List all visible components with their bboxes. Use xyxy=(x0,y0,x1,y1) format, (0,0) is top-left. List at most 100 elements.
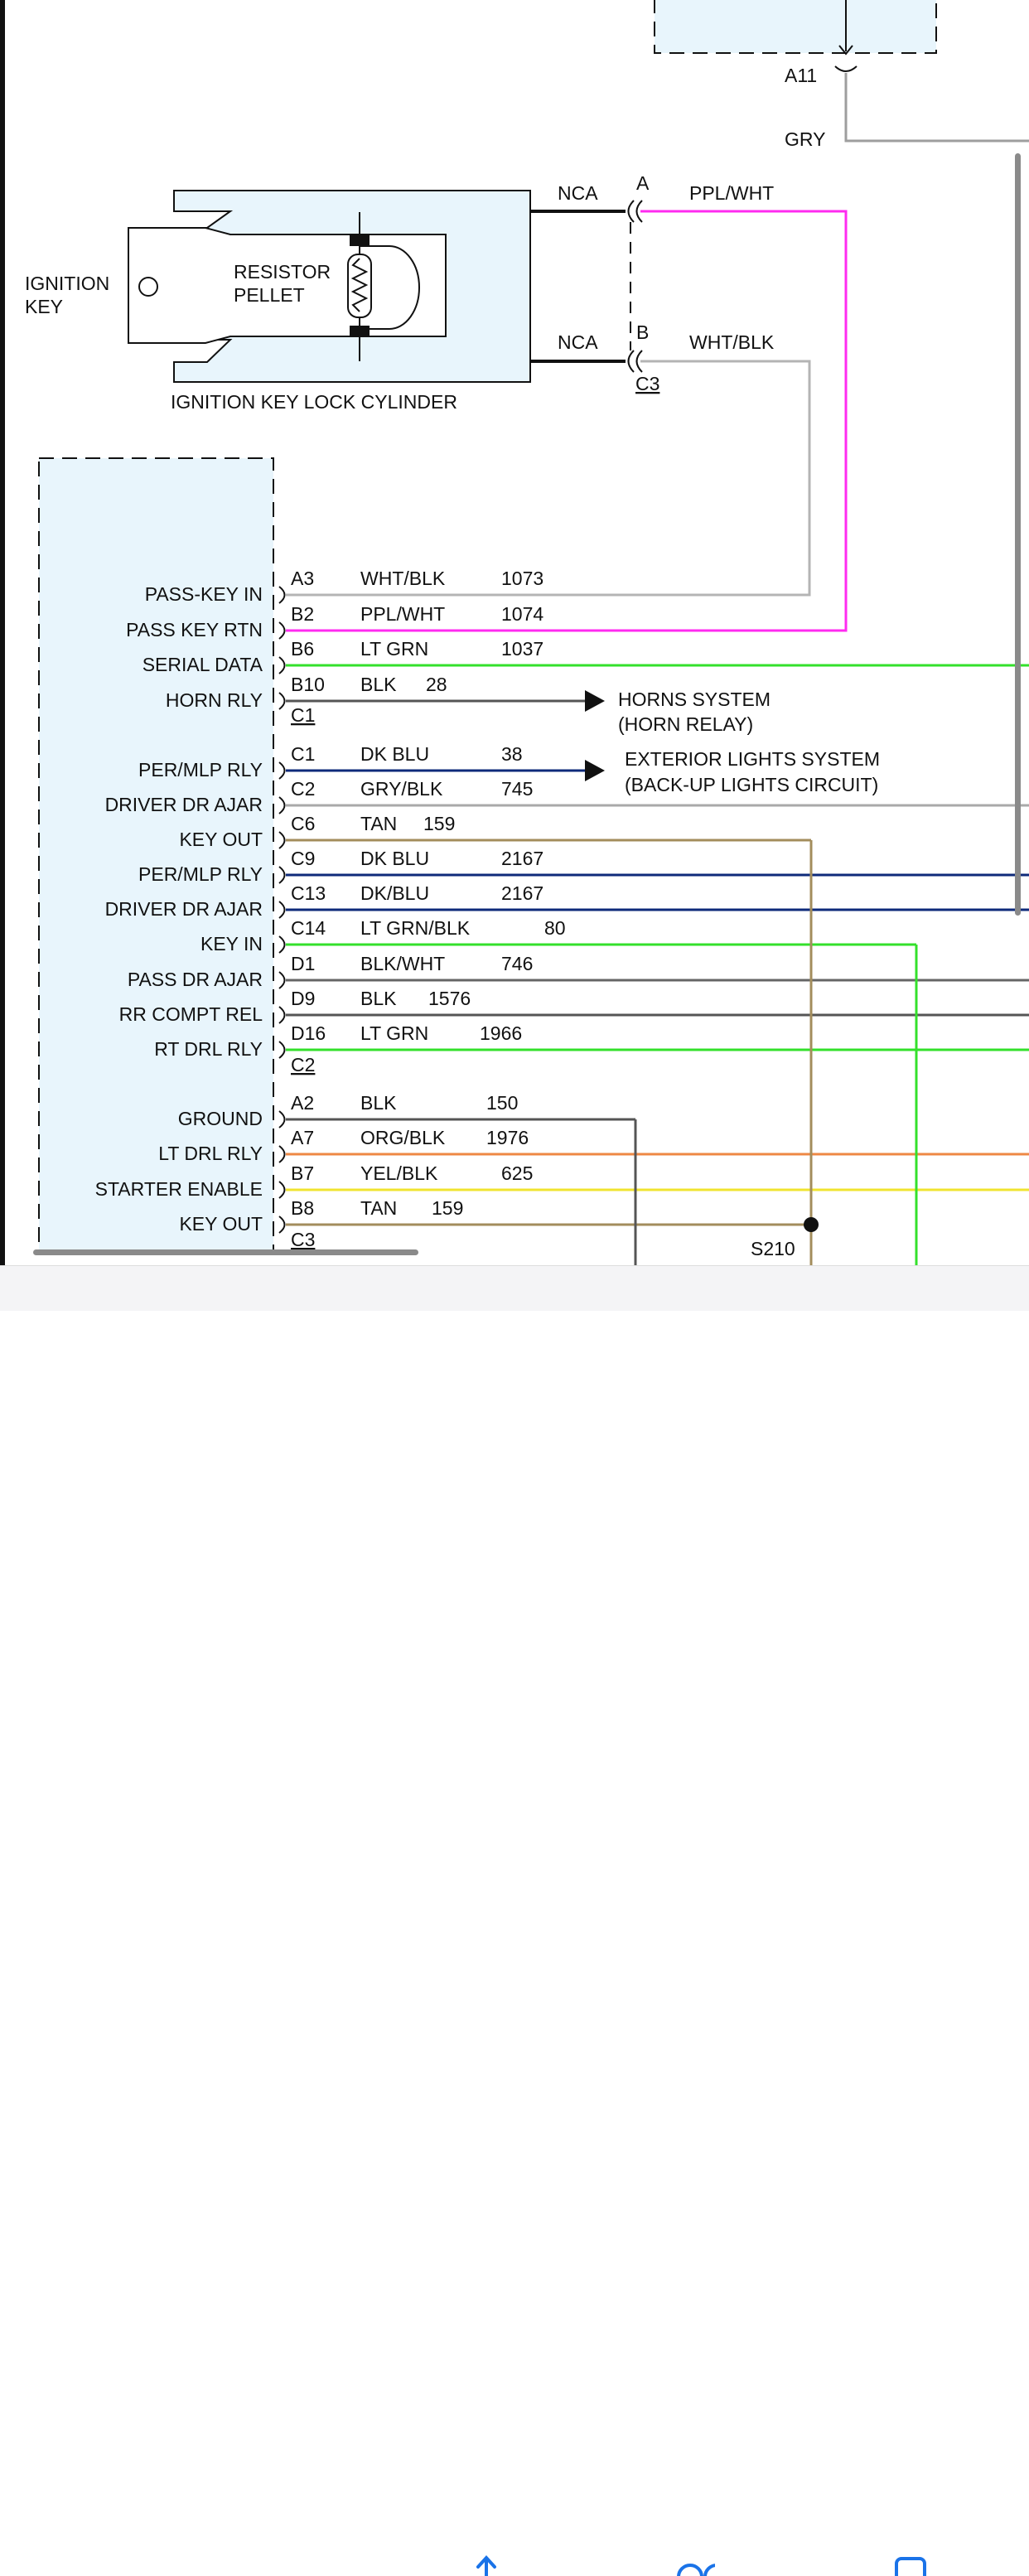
pin-function-label: PASS KEY RTN xyxy=(126,619,263,640)
pin-terminal-icon xyxy=(278,1181,286,1199)
circuit-number-label: 80 xyxy=(544,917,566,939)
top-module-box xyxy=(654,0,937,54)
circuit-number-label: 28 xyxy=(426,674,447,695)
circuit-number-label: 746 xyxy=(501,953,533,974)
resistor-housing xyxy=(360,245,420,330)
lock-cylinder-title: IGNITION KEY LOCK CYLINDER xyxy=(171,391,457,413)
pin-row: PER/MLP RLY C1 DK BLU 38 xyxy=(138,743,585,781)
pin-id-label: B6 xyxy=(291,638,314,660)
pin-id-label: A2 xyxy=(291,1092,314,1114)
wht-blk-wire-route xyxy=(286,360,811,597)
pin-id-label: D9 xyxy=(291,988,315,1009)
pin-terminal-icon xyxy=(278,1041,286,1059)
glasses-icon[interactable] xyxy=(675,2552,715,2576)
pin-terminal-icon xyxy=(278,831,286,849)
ignition-key-line2: KEY xyxy=(25,296,63,317)
pin-terminal-icon xyxy=(278,656,286,674)
wire-color-label: DK/BLU xyxy=(360,882,429,904)
pin-function-label: PER/MLP RLY xyxy=(138,863,263,885)
pin-terminal-icon xyxy=(278,621,286,640)
nca-a-label: NCA xyxy=(558,182,598,204)
pin-function-label: PASS-KEY IN xyxy=(145,583,263,605)
pin-terminal-icon xyxy=(278,1006,286,1024)
circuit-number-label: 2167 xyxy=(501,848,543,869)
wire-color-label: LT GRN xyxy=(360,1022,428,1044)
circuit-number-label: 150 xyxy=(486,1092,518,1114)
pin-function-label: PASS DR AJAR xyxy=(128,969,263,990)
pin-terminal-icon xyxy=(278,935,286,954)
wire-color-label: TAN xyxy=(360,813,397,834)
pin-id-label: C2 xyxy=(291,778,315,800)
pin-terminal-icon xyxy=(278,586,286,604)
pin-id-label: C9 xyxy=(291,848,315,869)
pin-id-label: C13 xyxy=(291,882,326,904)
share-icon[interactable] xyxy=(466,2552,506,2576)
s210-label: S210 xyxy=(751,1238,795,1259)
pin-row: PASS-KEY IN A3 WHT/BLK 1073 xyxy=(145,568,543,605)
resistor-pellet-icon xyxy=(347,254,372,318)
ignition-key-line1: IGNITION xyxy=(25,273,109,294)
a11-pin-label: A11 xyxy=(785,65,817,86)
share-icon-glyph xyxy=(476,2555,496,2576)
bottom-toolbar xyxy=(0,1265,1029,2576)
circuit-number-label: 38 xyxy=(501,743,523,765)
circuit-number-label: 1576 xyxy=(428,988,471,1009)
horizontal-scrollbar[interactable] xyxy=(33,1249,418,1255)
gry-wire-label: GRY xyxy=(785,128,825,150)
wire-color-label: BLK xyxy=(360,1092,397,1114)
wire-color-label: DK BLU xyxy=(360,743,429,765)
copy-icon[interactable] xyxy=(893,2552,933,2576)
wire-color-label: WHT/BLK xyxy=(360,568,446,589)
a11-pin-symbol xyxy=(834,65,858,72)
wire-color-label: BLK xyxy=(360,988,397,1009)
pin-function-label: HORN RLY xyxy=(166,689,263,711)
circuit-number-label: 1037 xyxy=(501,638,543,660)
circuit-number-label: 1073 xyxy=(501,568,543,589)
pin-function-label: PER/MLP RLY xyxy=(138,759,263,781)
pin-id-label: B2 xyxy=(291,603,314,625)
wire-color-label: LT GRN/BLK xyxy=(360,917,471,939)
pin-row: GROUND A2 BLK 150 xyxy=(178,1092,635,1129)
pin-function-label: GROUND xyxy=(178,1108,263,1129)
circuit-number-label: 1074 xyxy=(501,603,543,625)
ext-lights-arrow-icon xyxy=(585,760,605,781)
pin-id-label: B8 xyxy=(291,1197,314,1219)
resistor-contact-bottom xyxy=(350,326,370,337)
wire-color-label: YEL/BLK xyxy=(360,1162,438,1184)
pin-a-label: A xyxy=(636,172,650,194)
pin-terminal-icon xyxy=(278,1145,286,1163)
circuit-number-label: 2167 xyxy=(501,882,543,904)
wire-color-label: GRY/BLK xyxy=(360,778,443,800)
circuit-number-label: 1976 xyxy=(486,1127,529,1148)
pin-terminal-icon xyxy=(278,1216,286,1234)
resistor-line1: RESISTOR xyxy=(234,261,331,283)
top-arrow xyxy=(838,45,853,56)
pin-id-label: B10 xyxy=(291,674,325,695)
circuit-number-label: 159 xyxy=(432,1197,463,1219)
glasses-icon-glyph xyxy=(677,2564,715,2576)
body-control-module-box xyxy=(38,457,274,1254)
pin-id-label: C1 xyxy=(291,743,315,765)
pin-b-symbol-2 xyxy=(635,350,643,373)
pin-id-label: A3 xyxy=(291,568,314,589)
pin-function-label: RR COMPT REL xyxy=(119,1003,263,1025)
pin-terminal-icon xyxy=(278,901,286,919)
pin-function-label: KEY IN xyxy=(200,933,263,955)
pin-row: PASS KEY RTN B2 PPL/WHT 1074 xyxy=(126,603,543,640)
wire-color-label: PPL/WHT xyxy=(360,603,445,625)
resistor-contact-top xyxy=(350,234,370,246)
pin-function-label: SERIAL DATA xyxy=(143,654,263,675)
vertical-scrollbar[interactable] xyxy=(1015,153,1021,916)
horn-arrow-icon xyxy=(585,690,605,712)
pin-function-label: KEY OUT xyxy=(179,1213,263,1235)
pin-id-label: C6 xyxy=(291,813,315,834)
wire-color-label: ORG/BLK xyxy=(360,1127,446,1148)
